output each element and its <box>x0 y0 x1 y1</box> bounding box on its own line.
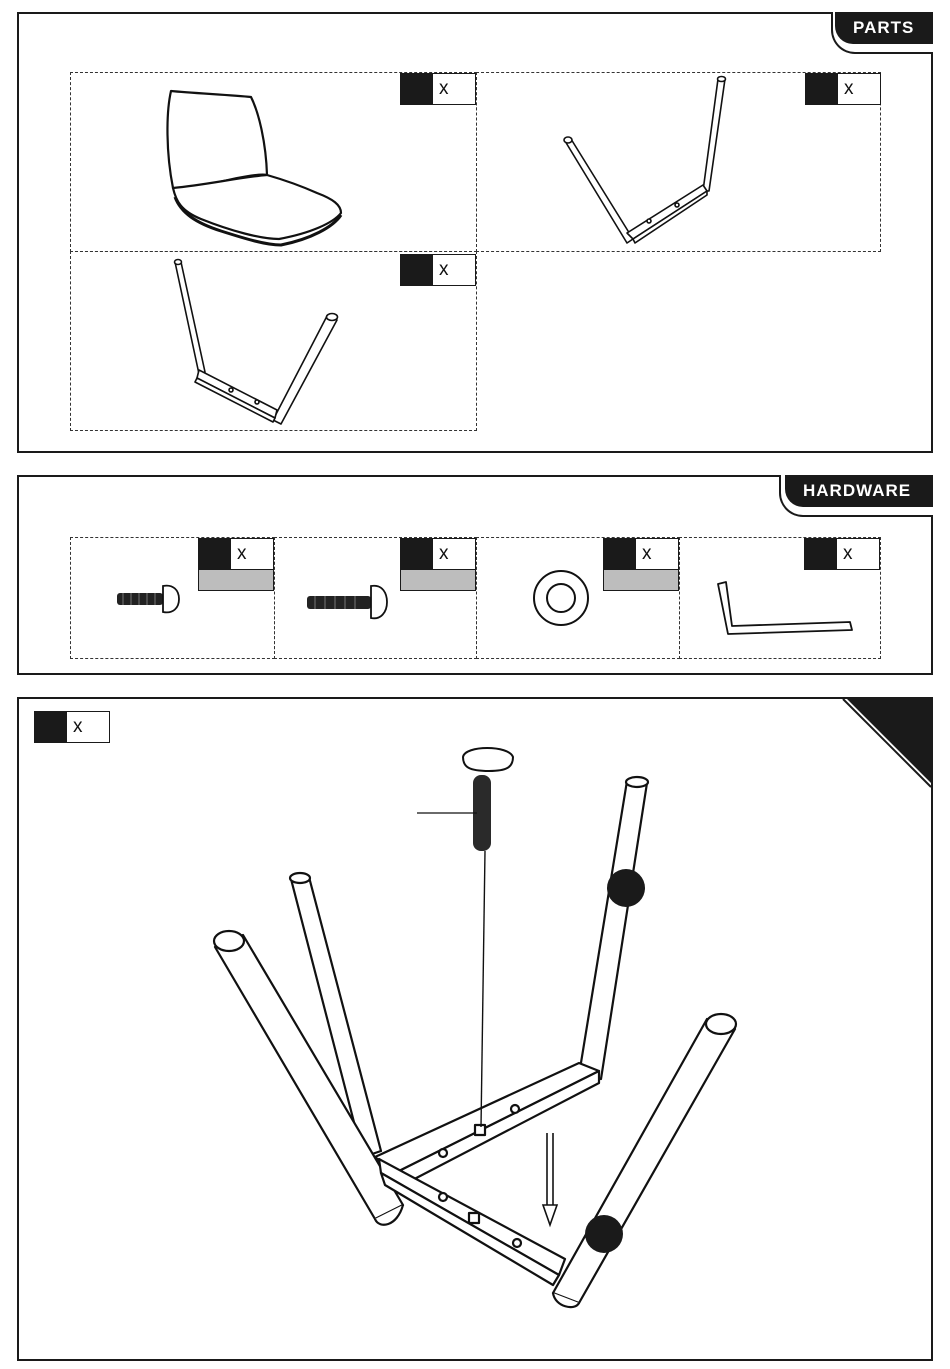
part-cell-seat: x <box>70 72 477 252</box>
bolt-short-icon <box>275 538 478 660</box>
washer-icon <box>477 538 681 660</box>
assembly-leg-frames-bolt-icon <box>19 699 931 1359</box>
leg-frame-a-icon <box>477 73 882 253</box>
chair-seat-icon <box>71 73 478 253</box>
felt-pad-marker <box>585 1215 623 1253</box>
hardware-cell-bolt-short: x <box>274 537 477 659</box>
hardware-cell-washer: x <box>476 537 680 659</box>
allen-key-icon <box>680 538 882 660</box>
part-cell-leg-frame-a: x <box>476 72 881 252</box>
parts-panel: PARTS x x <box>17 12 933 453</box>
bolt-long-icon <box>71 538 276 660</box>
parts-title: PARTS <box>835 12 933 44</box>
hardware-panel: HARDWARE x x x <box>17 475 933 675</box>
part-cell-leg-frame-b: x <box>70 251 477 431</box>
leg-frame-b-icon <box>71 252 478 432</box>
hardware-cell-bolt-long: x <box>70 537 275 659</box>
felt-pad-marker <box>607 869 645 907</box>
assembly-step-panel: x <box>17 697 933 1361</box>
hardware-title: HARDWARE <box>785 475 933 507</box>
hardware-cell-allen-key: x <box>679 537 881 659</box>
